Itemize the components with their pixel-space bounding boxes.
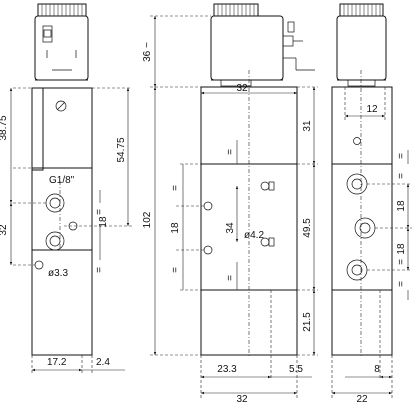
- right-knurled-cap: [339, 3, 384, 17]
- left-view: 38.75 32 54.75 = = 18 G1/8" ø3.3 17.2 2.…: [0, 3, 132, 375]
- dim-21-5: 21.5: [302, 312, 313, 332]
- dim-18-right-b: 18: [396, 243, 407, 255]
- dim-34: 34: [225, 222, 236, 234]
- dim-38-75: 38.75: [0, 115, 9, 140]
- dim-18-left: 18: [98, 216, 109, 228]
- dim-18-right-a: 18: [396, 200, 407, 212]
- dim-5-5: 5.5: [289, 364, 303, 375]
- dim-eq-lower: =: [94, 267, 105, 273]
- dim-32-left: 32: [0, 224, 9, 236]
- dim-8: 8: [374, 364, 380, 375]
- hole-dia-4-2: ø4.2: [244, 230, 264, 241]
- right-coil-housing: [336, 15, 387, 87]
- hole-dia-3-3: ø3.3: [48, 268, 68, 279]
- dim-eq-right-1: =: [396, 153, 407, 159]
- dim-22: 22: [356, 394, 368, 405]
- right-view: 12 = = 18 18 = = 8 22: [331, 3, 412, 405]
- port-thread-label: G1/8": [49, 175, 75, 186]
- front-knurled-cap: [213, 3, 259, 17]
- dim-102: 102: [142, 211, 153, 228]
- dim-17-2: 17.2: [47, 357, 67, 368]
- dim-12: 12: [366, 104, 378, 115]
- dim-49-5: 49.5: [302, 218, 313, 238]
- dim-eq-front-1: =: [170, 185, 181, 191]
- dim-32-bottom: 32: [236, 394, 248, 405]
- dim-23-3: 23.3: [217, 364, 237, 375]
- right-valve-body: [331, 86, 393, 356]
- dim-54-75: 54.75: [116, 137, 127, 162]
- dim-eq-front-4: =: [225, 275, 236, 281]
- dim-18-front: 18: [170, 222, 181, 234]
- dim-eq-upper: =: [94, 209, 105, 215]
- front-coil-housing: [210, 15, 315, 87]
- dim-eq-front-2: =: [170, 267, 181, 273]
- dim-32-top: 32: [236, 83, 248, 94]
- dim-eq-right-3: =: [396, 259, 407, 265]
- dim-eq-front-3: =: [225, 149, 236, 155]
- left-valve-body: [31, 87, 93, 356]
- dim-eq-right-4: =: [396, 281, 407, 287]
- left-connector: [34, 15, 89, 81]
- dim-31: 31: [302, 120, 313, 132]
- dim-2-4: 2.4: [96, 357, 110, 368]
- dim-36: 36 ~: [142, 42, 153, 62]
- dim-eq-right-2: =: [396, 173, 407, 179]
- left-knurled-cap: [37, 3, 87, 17]
- front-view: 36 ~ 102 = 18 = = 34 = ø4.2 31 49.5 21.5…: [142, 3, 318, 405]
